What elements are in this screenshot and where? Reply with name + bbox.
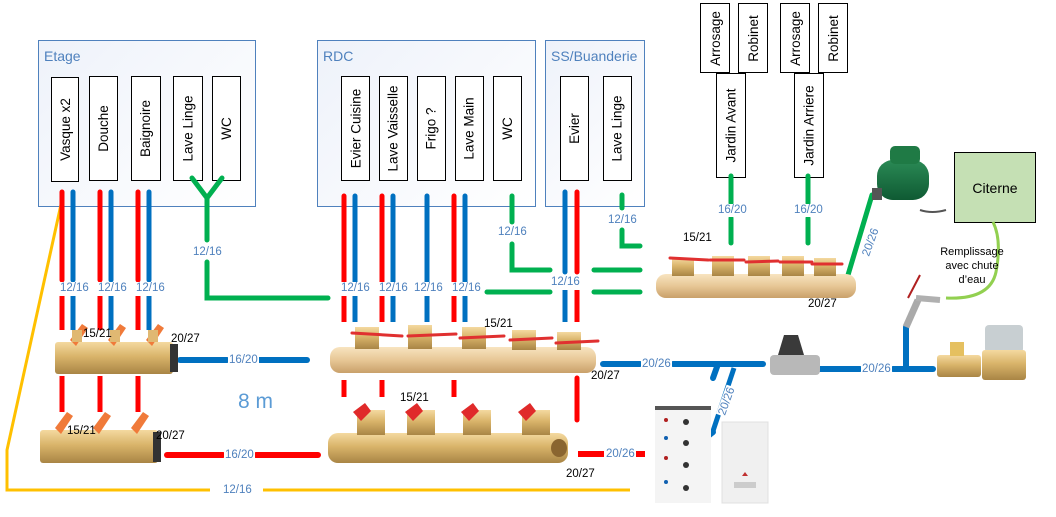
zone-title: RDC — [323, 48, 354, 64]
pipe-label: 12/16 — [550, 276, 581, 289]
fixture-frigo: Frigo ? — [417, 76, 446, 181]
pipe-label: 20/26 — [641, 358, 672, 371]
zone-title: Etage — [44, 48, 81, 64]
outlet-arrosage-arriere: Arrosage — [780, 3, 810, 73]
manifold-size-label: 20/27 — [566, 468, 595, 480]
fixture-vasque: Vasque x2 — [51, 77, 79, 182]
manifold-size-label: 15/21 — [400, 392, 429, 404]
fixture-lave-main: Lave Main — [455, 76, 484, 181]
manifold-rdc-cold — [330, 325, 600, 373]
fixture-lave-linge-etage: Lave Linge — [173, 76, 203, 181]
fixture-lave-linge-ss: Lave Linge — [603, 76, 632, 181]
outlet-arrosage-avant: Arrosage — [700, 3, 730, 73]
pipe-label: 12/16 — [497, 226, 528, 239]
water-meter-icon — [937, 325, 1026, 380]
pipe-label: 16/20 — [228, 354, 259, 367]
manifold-etage-hot — [40, 412, 161, 463]
etage-wc-pipe — [189, 175, 331, 301]
rdc-supply-pipes — [341, 193, 468, 397]
pipe-label: 16/20 — [717, 204, 748, 217]
pipe-label: 12/16 — [222, 484, 253, 497]
citerne-fill-note: Remplissage avec chute d’eau — [940, 246, 1004, 286]
pump-icon — [872, 146, 947, 213]
pipe-label: 16/20 — [224, 449, 255, 462]
pump-pipe — [842, 192, 875, 288]
return-loop-pipe — [5, 199, 210, 492]
ss-lave-linge-pipe — [619, 192, 643, 249]
citerne-tank: Citerne — [954, 152, 1036, 223]
manifold-size-label: 15/21 — [83, 328, 112, 340]
pipe-label: 12/16 — [192, 246, 223, 259]
distance-label: 8 m — [238, 390, 274, 413]
pressure-reducer-icon — [770, 335, 820, 375]
manifold-size-label: 15/21 — [683, 232, 712, 244]
pipe-label: 12/16 — [97, 282, 128, 295]
fixture-evier-cuisine: Evier Cuisine — [341, 76, 370, 181]
fixture-evier-ss: Evier — [560, 76, 589, 181]
rdc-wc-pipe — [484, 193, 643, 295]
manifold-rdc-hot — [328, 403, 568, 463]
manifold-size-label: 20/27 — [171, 333, 200, 345]
fixture-lave-vaisselle: Lave Vaisselle — [379, 76, 408, 181]
zone-title: SS/Buanderie — [551, 48, 638, 64]
garden-pipes — [728, 173, 875, 288]
tap-valve-icon — [902, 274, 941, 329]
fixture-wc-rdc: WC — [493, 76, 522, 181]
pipe-label: 12/16 — [607, 214, 638, 227]
manifold-size-label: 15/21 — [484, 318, 513, 330]
garden-jardin-avant: Jardin Avant — [716, 73, 746, 178]
pipe-label: 12/16 — [340, 282, 371, 295]
outlet-robinet-arriere: Robinet — [818, 3, 848, 73]
manifold-size-label: 15/21 — [67, 425, 96, 437]
pipe-label: 12/16 — [378, 282, 409, 295]
ss-supply-pipes — [562, 189, 580, 423]
pipe-label: 20/26 — [605, 448, 636, 461]
fixture-douche: Douche — [89, 76, 118, 181]
etage-supply-pipes — [59, 189, 152, 412]
outlet-robinet-avant: Robinet — [738, 3, 768, 73]
pipe-label: 16/20 — [793, 204, 824, 217]
manifold-etage-cold — [55, 324, 178, 374]
pipe-label: 20/26 — [861, 363, 892, 376]
cold-main-pipes — [600, 324, 936, 439]
garden-jardin-arriere: Jardin Arriere — [794, 73, 824, 178]
manifold-garden — [656, 256, 856, 298]
fixture-wc-etage: WC — [212, 76, 241, 181]
heat-pump-unit-icon — [721, 421, 769, 504]
manifold-size-label: 20/27 — [808, 298, 837, 310]
pipe-label: 12/16 — [451, 282, 482, 295]
manifold-size-label: 20/27 — [591, 370, 620, 382]
citerne-fill-pipe — [945, 221, 1000, 300]
fixture-baignoire: Baignoire — [131, 76, 161, 181]
pipe-label: 12/16 — [135, 282, 166, 295]
pipe-label: 12/16 — [413, 282, 444, 295]
manifold-size-label: 20/27 — [156, 430, 185, 442]
hot-water-tank-icon — [655, 406, 711, 503]
pipe-label: 12/16 — [59, 282, 90, 295]
